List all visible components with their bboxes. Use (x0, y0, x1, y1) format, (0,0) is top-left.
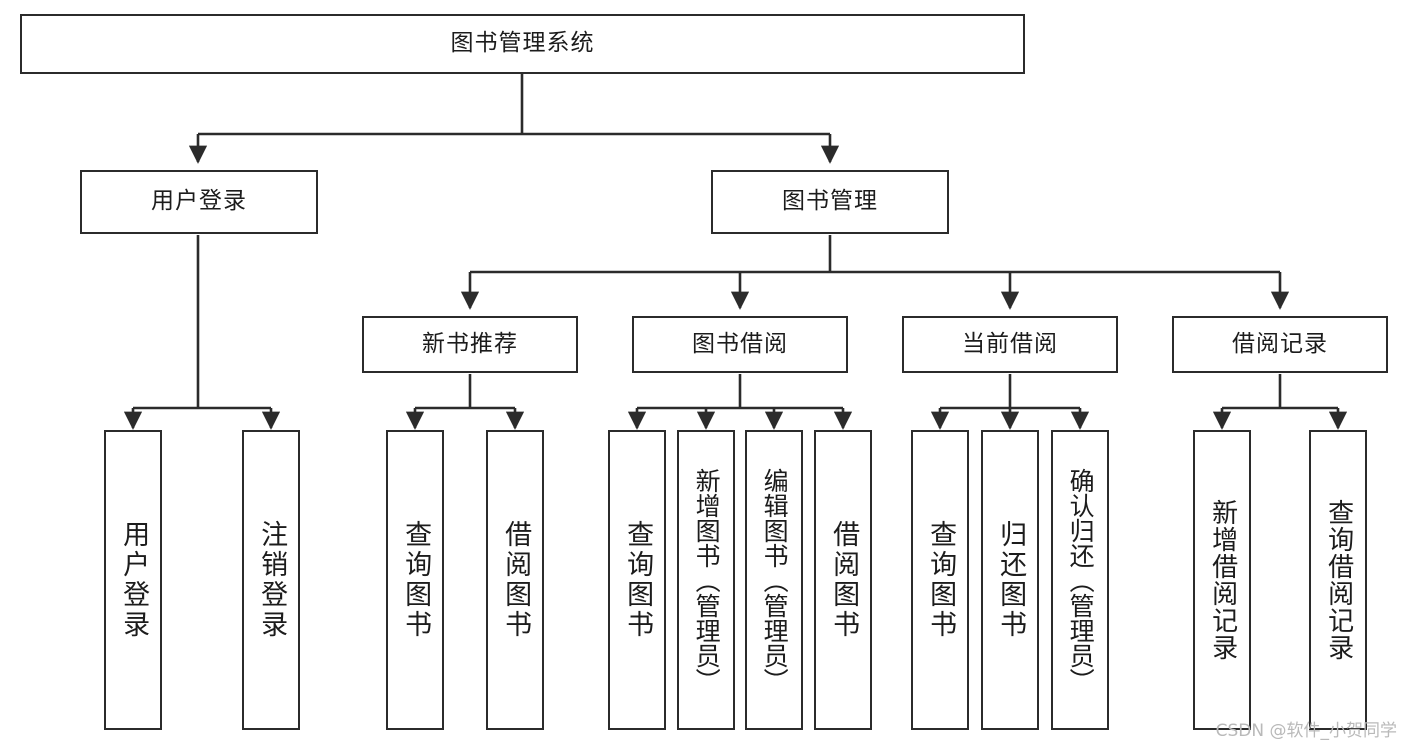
node-borrow-record[interactable]: 借阅记录 (1172, 316, 1388, 373)
leaf-label: 用户登录 (118, 520, 150, 640)
leaf-confirm-return-admin[interactable]: 确认归还（管理员） (1051, 430, 1109, 730)
leaf-label: 查询图书 (622, 520, 654, 640)
leaf-user-login[interactable]: 用户登录 (104, 430, 162, 730)
leaf-label: 查询图书 (400, 520, 432, 640)
leaf-query-book-borrow[interactable]: 查询图书 (608, 430, 666, 730)
node-new-book-recommend[interactable]: 新书推荐 (362, 316, 578, 373)
leaf-logout[interactable]: 注销登录 (242, 430, 300, 730)
leaf-label: 归还图书 (995, 520, 1027, 640)
leaf-label: 注销登录 (256, 520, 288, 640)
leaf-edit-book-admin[interactable]: 编辑图书（管理员） (745, 430, 803, 730)
leaf-borrow-book[interactable]: 借阅图书 (814, 430, 872, 730)
leaf-add-borrow-record[interactable]: 新增借阅记录 (1193, 430, 1251, 730)
leaf-label: 查询借阅记录 (1323, 499, 1354, 661)
leaf-label: 借阅图书 (500, 520, 532, 640)
node-root-system[interactable]: 图书管理系统 (20, 14, 1025, 74)
leaf-label: 借阅图书 (828, 520, 860, 640)
node-current-borrow[interactable]: 当前借阅 (902, 316, 1118, 373)
leaf-query-borrow-record[interactable]: 查询借阅记录 (1309, 430, 1367, 730)
node-book-borrow[interactable]: 图书借阅 (632, 316, 848, 373)
leaf-label: 查询图书 (925, 520, 957, 640)
leaf-label: 新增图书（管理员） (692, 467, 722, 693)
leaf-label: 确认归还（管理员） (1066, 467, 1096, 693)
leaf-query-book-current[interactable]: 查询图书 (911, 430, 969, 730)
node-book-management[interactable]: 图书管理 (711, 170, 949, 234)
leaf-return-book[interactable]: 归还图书 (981, 430, 1039, 730)
node-user-login[interactable]: 用户登录 (80, 170, 318, 234)
leaf-borrow-book-recommend[interactable]: 借阅图书 (486, 430, 544, 730)
leaf-add-book-admin[interactable]: 新增图书（管理员） (677, 430, 735, 730)
leaf-label: 编辑图书（管理员） (760, 467, 790, 693)
leaf-label: 新增借阅记录 (1207, 499, 1238, 661)
leaf-query-book-recommend[interactable]: 查询图书 (386, 430, 444, 730)
